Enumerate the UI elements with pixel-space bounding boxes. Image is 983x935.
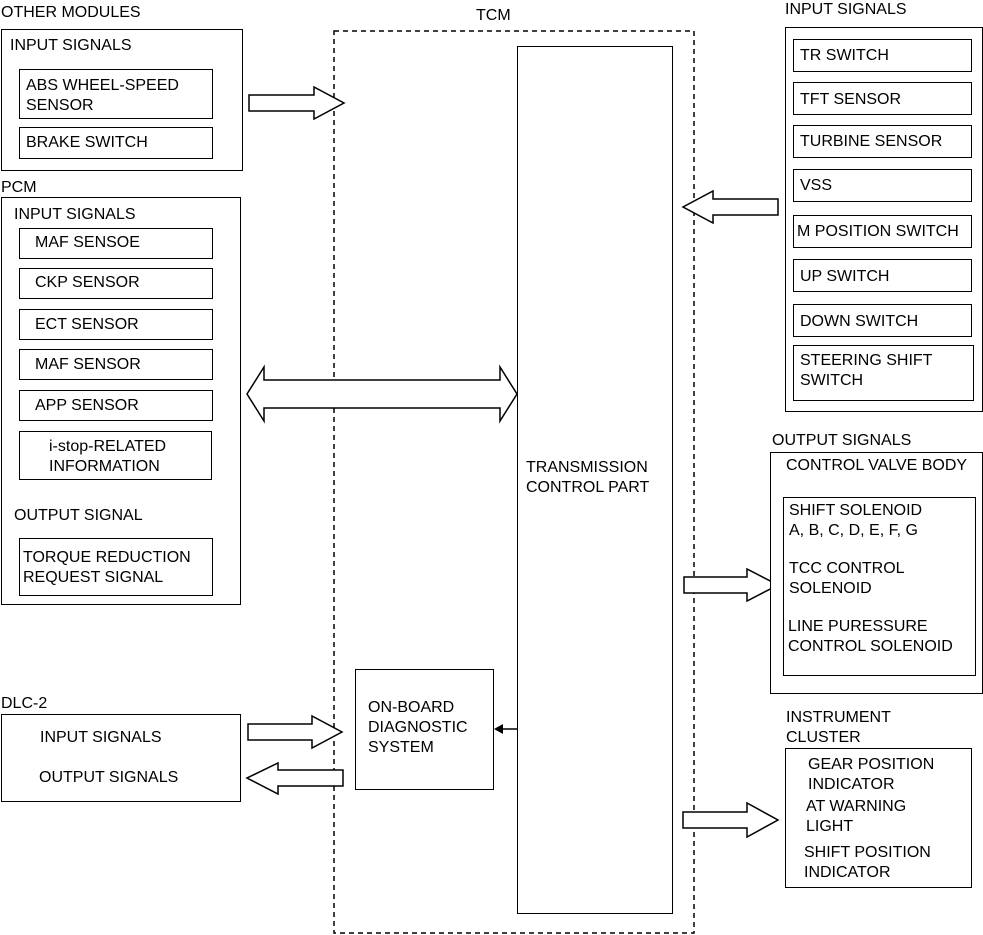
transmission-control-part-box [517,46,673,914]
signal-box: TFT SENSOR [793,82,972,115]
signal-label: STEERING SHIFT SWITCH [800,352,933,389]
signal-box: STEERING SHIFT SWITCH [793,345,974,401]
tcm-boundary [333,30,695,934]
signal-box: M POSITION SWITCH [793,215,972,248]
signal-box: ABS WHEEL-SPEED SENSOR [19,69,213,119]
signal-label: ABS WHEEL-SPEED SENSOR [26,77,179,114]
signal-label: DOWN SWITCH [800,313,919,330]
other-modules-title: OTHER MODULES [1,4,141,21]
arrow-tcm-to-instrument-cluster [682,801,780,839]
signal-box: TURBINE SENSOR [793,125,972,158]
signal-label: i-stop-RELATED INFORMATION [49,438,167,475]
signal-box: BRAKE SWITCH [19,127,213,159]
signal-box: MAF SENSOE [19,228,213,259]
on-board-diagnostic-label: ON-BOARD DIAGNOSTIC SYSTEM [368,699,468,756]
signal-label: TORQUE REDUCTION REQUEST SIGNAL [23,549,191,586]
cluster-item-label: GEAR POSITION INDICATOR [808,756,935,793]
arrow-pcm-tcm-bidirectional [246,364,518,424]
signal-box: TORQUE REDUCTION REQUEST SIGNAL [19,538,213,596]
arrow-other-modules-to-tcm [248,85,346,121]
signal-box: UP SWITCH [793,259,972,292]
output-signals-title: OUTPUT SIGNALS [772,432,912,449]
dlc2-title: DLC-2 [1,695,48,712]
control-valve-body-box [783,497,976,676]
tcm-title: TCM [476,7,511,24]
signal-label: VSS [800,177,833,194]
instrument-cluster-box [785,748,972,888]
dlc2-input-label: INPUT SIGNALS [40,729,162,746]
signal-box: TR SWITCH [793,39,972,72]
signal-box: APP SENSOR [19,390,213,421]
control-valve-body-label: CONTROL VALVE BODY [786,457,968,474]
signal-box: CKP SENSOR [19,268,213,299]
signal-box: MAF SENSOR [19,349,213,380]
signal-label: UP SWITCH [800,268,890,285]
dlc2-output-label: OUTPUT SIGNALS [39,769,179,786]
output-signal-label: TCC CONTROL SOLENOID [789,560,905,597]
signal-box: i-stop-RELATED INFORMATION [19,431,212,480]
signal-label: TR SWITCH [800,47,889,64]
cluster-item-label: SHIFT POSITION INDICATOR [804,844,931,881]
signal-label: MAF SENSOR [35,356,141,373]
other-modules-input-label: INPUT SIGNALS [10,37,132,54]
signal-box: VSS [793,169,972,202]
pcm-title: PCM [1,179,37,196]
output-signal-label: LINE PURESSURE CONTROL SOLENOID [788,618,953,655]
arrow-tcm-to-output-signals [683,567,780,603]
arrow-input-signals-to-tcm [681,189,779,225]
signal-label: CKP SENSOR [35,274,140,291]
instrument-cluster-title: INSTRUMENT CLUSTER [786,709,891,746]
signal-box: DOWN SWITCH [793,304,972,337]
signal-label: BRAKE SWITCH [26,134,148,151]
signal-label: TFT SENSOR [800,91,902,108]
pcm-output-label: OUTPUT SIGNAL [14,507,143,524]
arrow-obd-to-dlc2-output [245,761,344,796]
signal-box: ECT SENSOR [19,309,213,340]
arrow-control-part-to-obd-head [494,724,503,734]
pcm-input-label: INPUT SIGNALS [14,206,136,223]
signal-label: TURBINE SENSOR [800,133,943,150]
output-signal-label: SHIFT SOLENOID A, B, C, D, E, F, G [789,502,923,539]
input-signals-title: INPUT SIGNALS [785,1,907,18]
signal-label: ECT SENSOR [35,316,139,333]
on-board-diagnostic-box: ON-BOARD DIAGNOSTIC SYSTEM [355,669,494,790]
signal-label: MAF SENSOE [35,234,140,251]
dlc2-box [1,714,241,802]
signal-label: APP SENSOR [35,397,139,414]
signal-label: M POSITION SWITCH [797,223,959,240]
arrow-dlc2-input-to-obd [247,714,344,750]
transmission-control-part-label: TRANSMISSION CONTROL PART [526,459,650,496]
cluster-item-label: AT WARNING LIGHT [806,798,907,835]
